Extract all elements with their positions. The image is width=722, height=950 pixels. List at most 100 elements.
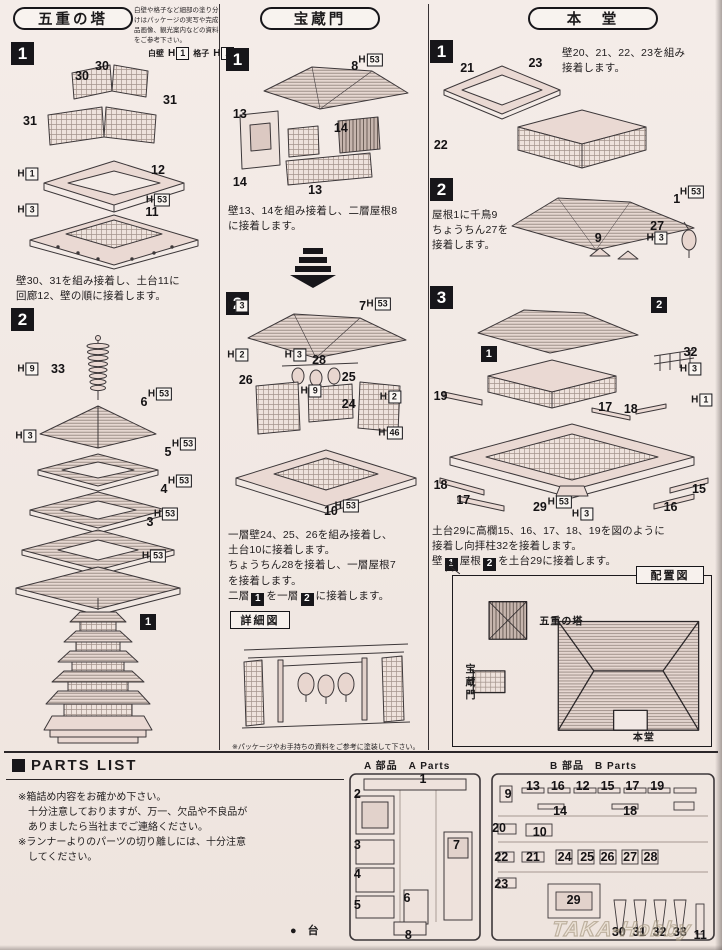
section-title-hall: 本 堂 bbox=[528, 7, 658, 30]
map-label: 五重の塔 bbox=[539, 616, 584, 628]
part-number-label: 8 bbox=[404, 928, 412, 943]
note-line: ありましたら当社までご連絡ください。 bbox=[18, 822, 208, 833]
part-number-label: 8 bbox=[351, 58, 359, 73]
step-number-badge: 1 bbox=[11, 42, 34, 65]
part-number-label: 26 bbox=[600, 850, 615, 864]
part-number-label: 29 bbox=[566, 892, 581, 907]
part-number-label: 32 bbox=[683, 344, 698, 359]
part-number-label: 30 bbox=[75, 69, 89, 84]
part-number-label: 17 bbox=[625, 778, 640, 793]
part-number-label: 12 bbox=[151, 162, 165, 177]
hall-step2-caption: 屋根1に千鳥9 ちょうちん27を 接着します。 bbox=[432, 208, 536, 254]
part-number-label: 4 bbox=[160, 482, 168, 497]
part-number-label: 22 bbox=[494, 850, 509, 864]
part-number-label: 7 bbox=[453, 838, 461, 853]
step-number-badge: 1 bbox=[226, 48, 249, 71]
map-label: 宝蔵門 bbox=[462, 663, 474, 703]
part-number-label: 28 bbox=[643, 850, 658, 864]
gate-step2-caption: 一層壁24、25、26を組み接着し、 土台10に接着します。 ちょうちん28を接… bbox=[228, 528, 426, 606]
step-number-badge: 3 bbox=[430, 286, 453, 309]
layout-map-title: 配置図 bbox=[636, 566, 704, 584]
layout-map-diagram: 五重の塔宝蔵門本堂 bbox=[452, 575, 712, 747]
part-number-label: 24 bbox=[341, 397, 356, 412]
part-number-label: 15 bbox=[600, 778, 615, 793]
caption-line: を接着します。 bbox=[228, 574, 302, 587]
hall-step3-caption: 土台29に高欄15、16、17、18、19を図のように 接着し向拝柱32を接着し… bbox=[432, 524, 718, 572]
paint-legend-label: 格子 bbox=[193, 49, 210, 58]
note-line: ※箱詰め内容をお確かめ下さい。 bbox=[18, 792, 167, 803]
part-number-label: 25 bbox=[341, 370, 356, 385]
assembly-ref-badge: 1 bbox=[140, 613, 156, 630]
black-square-icon bbox=[12, 759, 25, 772]
caption-line: 壁20、21、22、23を組み bbox=[562, 47, 686, 59]
part-number-label: 14 bbox=[553, 804, 567, 819]
part-number-label: 22 bbox=[433, 138, 448, 152]
part-number-label: 17 bbox=[456, 493, 471, 508]
part-number-label: 19 bbox=[650, 778, 665, 793]
note-line: をご参考下さい。 bbox=[134, 37, 186, 44]
caption-line: 土台10に接着します。 bbox=[228, 544, 336, 557]
part-number-label: 31 bbox=[163, 92, 177, 107]
part-number-label: 24 bbox=[557, 850, 572, 864]
part-number-label: 5 bbox=[353, 897, 361, 912]
part-number-label: 5 bbox=[164, 445, 172, 460]
caption-line: 土台29に高欄15、16、17、18、19を図のように bbox=[432, 525, 665, 537]
part-number-label: 31 bbox=[632, 924, 647, 939]
parts-list-header: PARTS LIST bbox=[12, 757, 137, 774]
part-number-label: 6 bbox=[140, 395, 148, 410]
detail-view-title: 詳細図 bbox=[230, 611, 290, 629]
part-number-label: 10 bbox=[323, 503, 338, 518]
assembly-ref-badge: 2 bbox=[483, 558, 497, 572]
note-line: けはパッケージの実写や完成 bbox=[134, 17, 219, 24]
runner-a-label: A 部品 A Parts bbox=[364, 761, 451, 772]
part-number-label: 25 bbox=[580, 850, 595, 864]
section-title-pagoda: 五重の塔 bbox=[13, 7, 133, 30]
caption-line: 接着し向拝柱32を接着します。 bbox=[432, 540, 583, 553]
note-line: 白壁や格子など細部の塗り分 bbox=[134, 7, 219, 14]
caption-line: 屋根1に千鳥9 bbox=[432, 209, 498, 221]
note-line: 十分注意しておりますが、万一、欠品や不良品が bbox=[18, 807, 248, 818]
part-number-label: 2 bbox=[353, 787, 361, 802]
part-number-label: 16 bbox=[663, 499, 678, 514]
part-number-label: 15 bbox=[692, 482, 706, 497]
part-number-label: 13 bbox=[232, 106, 247, 121]
step-number-badge: 2 bbox=[430, 178, 453, 201]
part-number-label: 27 bbox=[623, 850, 638, 864]
part-number-label: 11 bbox=[693, 928, 707, 943]
assembly-ref-badge: 1 bbox=[251, 592, 265, 606]
assembly-ref-badge: 2 bbox=[300, 592, 314, 606]
part-number-label: 9 bbox=[594, 231, 602, 246]
part-number-label: 29 bbox=[532, 499, 547, 514]
caption-line: 接着します。 bbox=[562, 62, 626, 75]
part-number-label: 20 bbox=[492, 821, 506, 836]
assembly-ref-badge: 1 bbox=[444, 558, 458, 572]
map-label: 本堂 bbox=[632, 732, 655, 744]
base-plate-label: 台 bbox=[444, 561, 455, 573]
column-divider bbox=[428, 4, 429, 750]
part-number-label: 14 bbox=[232, 174, 247, 189]
caption-line: 回廊12、壁の順に接着します。 bbox=[16, 290, 167, 303]
caption-line: に接着します。 bbox=[228, 220, 302, 233]
